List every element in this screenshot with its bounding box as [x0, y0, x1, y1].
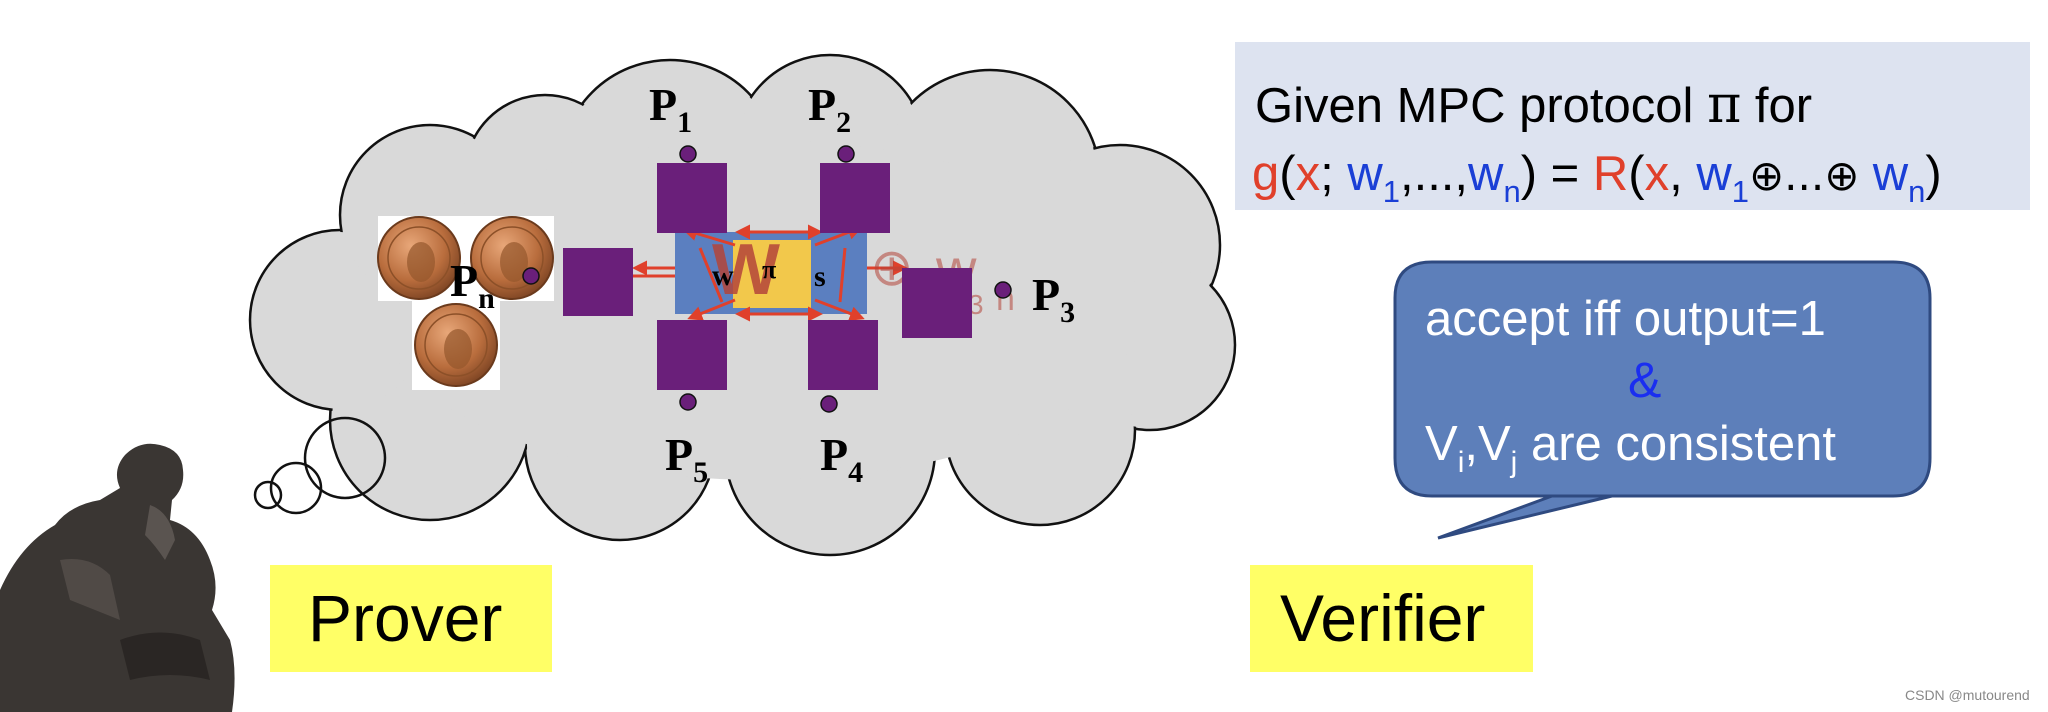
party-box-p1: [657, 163, 727, 233]
party-label-pn: Pn: [450, 255, 495, 315]
watermark: CSDN @mutourend: [1905, 687, 2030, 703]
pi-glyph: π: [762, 255, 776, 284]
s-glyph: s: [814, 260, 826, 293]
mpc-core-inner: [733, 240, 811, 308]
party-label-p4: P4: [820, 429, 863, 489]
svg-text:Verifier: Verifier: [1280, 581, 1485, 655]
bubble-ampersand: &: [1628, 352, 1661, 408]
coin-icon: [377, 216, 461, 300]
mpc-core: W w π s: [675, 230, 867, 314]
party-box-p3: [902, 268, 972, 338]
party-label-p3: P3: [1032, 269, 1075, 329]
svg-text:Prover: Prover: [308, 581, 502, 655]
party-dot-p1: [679, 145, 697, 163]
witness-w-glyph: W: [712, 230, 780, 310]
party-dot-p3: [994, 281, 1012, 299]
party-label-p5: P5: [665, 429, 708, 489]
witness-small-w: w: [712, 259, 734, 292]
party-dot-p4: [820, 395, 838, 413]
prover-label: Prover: [270, 565, 552, 672]
pennies-image: [377, 216, 554, 390]
mpc-definition-line1: Given MPC protocol π for: [1255, 75, 1812, 135]
thought-bubble-trail: [253, 416, 387, 515]
coin-icon: [414, 303, 498, 387]
thinker-statue-image: [0, 443, 235, 712]
party-box-p2: [820, 163, 890, 233]
party-dot-p5: [679, 393, 697, 411]
party-label-p2: P2: [808, 79, 851, 139]
party-box-pn: [563, 248, 633, 316]
bubble-line3: Vi,Vj are consistent: [1425, 417, 1836, 479]
mpc-definition-line2: g(x; w1,...,wn) = R(x, w1⊕...⊕ wn): [1252, 147, 1942, 209]
mpc-definition-box: Given MPC protocol π for g(x; w1,...,wn)…: [1235, 42, 2030, 210]
verifier-label: Verifier: [1250, 565, 1533, 672]
party-dots: [522, 145, 1012, 413]
party-box-p4: [808, 320, 878, 390]
party-dot-p2: [837, 145, 855, 163]
bubble-line1: accept iff output=1: [1425, 292, 1826, 346]
party-labels: P1 P2 Pn P3 P5 P4: [450, 79, 1075, 489]
party-label-p1: P1: [649, 79, 692, 139]
verifier-speech-bubble: accept iff output=1 & Vi,Vj are consiste…: [1393, 260, 1932, 540]
party-box-p5: [657, 320, 727, 390]
party-dot-pn: [522, 267, 540, 285]
party-boxes: [563, 163, 972, 390]
